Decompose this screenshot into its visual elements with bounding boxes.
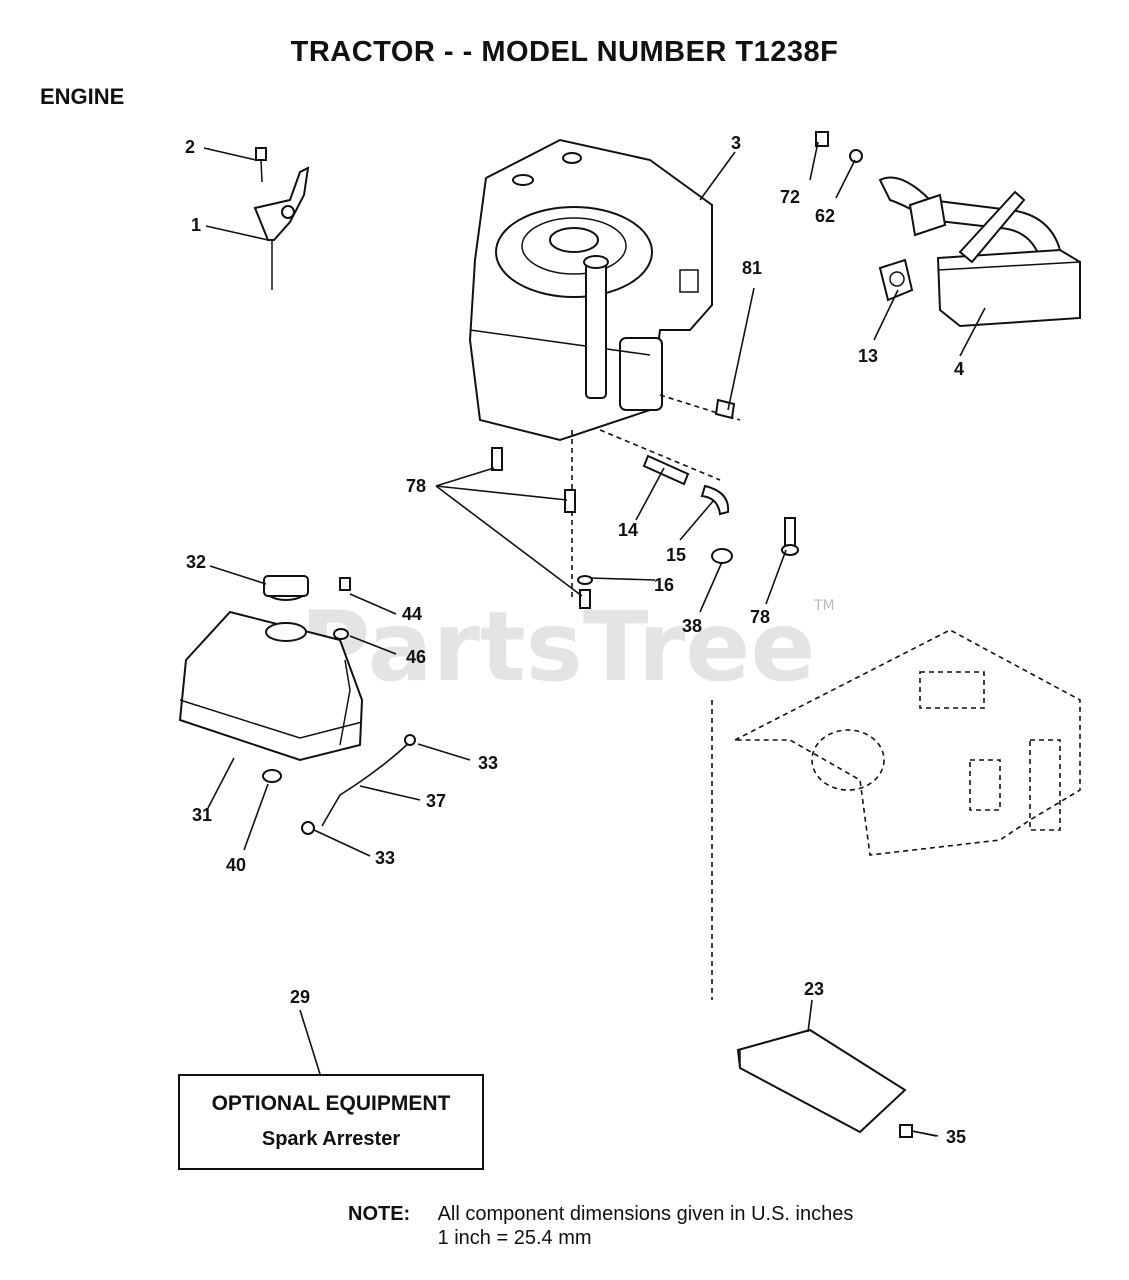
callout-72: 72 [780,187,800,207]
callout-29: 29 [290,987,310,1007]
fuel-tank [178,575,364,762]
bolts-78 [491,447,799,609]
callout-labels: 2 1 3 72 62 13 4 81 78 14 15 16 38 78 32… [185,133,966,1147]
callout-78-left: 78 [406,476,426,496]
engine [468,138,713,442]
callout-23: 23 [804,979,824,999]
callout-78-right: 78 [750,607,770,627]
callout-2: 2 [185,137,195,157]
callout-13: 13 [858,346,878,366]
note-text: All component dimensions given in U.S. i… [438,1202,854,1250]
callout-1: 1 [191,215,201,235]
heat-shield [736,1028,937,1138]
callout-44: 44 [402,604,422,624]
callout-3: 3 [731,133,741,153]
tractor-frame [734,629,1081,856]
oil-drain-parts [577,398,736,585]
throttle-control [253,147,310,290]
callout-33-bottom: 33 [375,848,395,868]
callout-35: 35 [946,1127,966,1147]
callout-37: 37 [426,791,446,811]
page-title: TRACTOR - - MODEL NUMBER T1238F [290,36,839,68]
dimension-note: NOTE: All component dimensions given in … [348,1202,853,1250]
callout-31: 31 [192,805,212,825]
muffler-assembly [815,131,1081,328]
note-line-1: All component dimensions given in U.S. i… [437,1203,854,1225]
callout-33-top: 33 [478,753,498,773]
section-title: ENGINE [40,84,125,109]
mounting-guides [571,394,741,1000]
optional-equipment-box: OPTIONAL EQUIPMENT Spark Arrester [178,1074,484,1170]
watermark-tm: TM [813,598,835,614]
callout-81: 81 [742,258,762,278]
callout-38: 38 [682,616,702,636]
callout-46: 46 [406,647,426,667]
callout-32: 32 [186,552,206,572]
callout-4: 4 [954,359,964,379]
leader-lines [203,141,986,1137]
callout-15: 15 [666,545,686,565]
note-line-2: 1 inch = 25.4 mm [437,1227,592,1249]
fuel-line [262,734,416,835]
callout-40: 40 [226,855,246,875]
optional-equipment-item: Spark Arrester [261,1128,401,1150]
optional-equipment-title: OPTIONAL EQUIPMENT [211,1092,451,1115]
callout-14: 14 [618,520,638,540]
callout-16: 16 [654,575,674,595]
note-label: NOTE: [348,1203,411,1225]
callout-62: 62 [815,206,835,226]
